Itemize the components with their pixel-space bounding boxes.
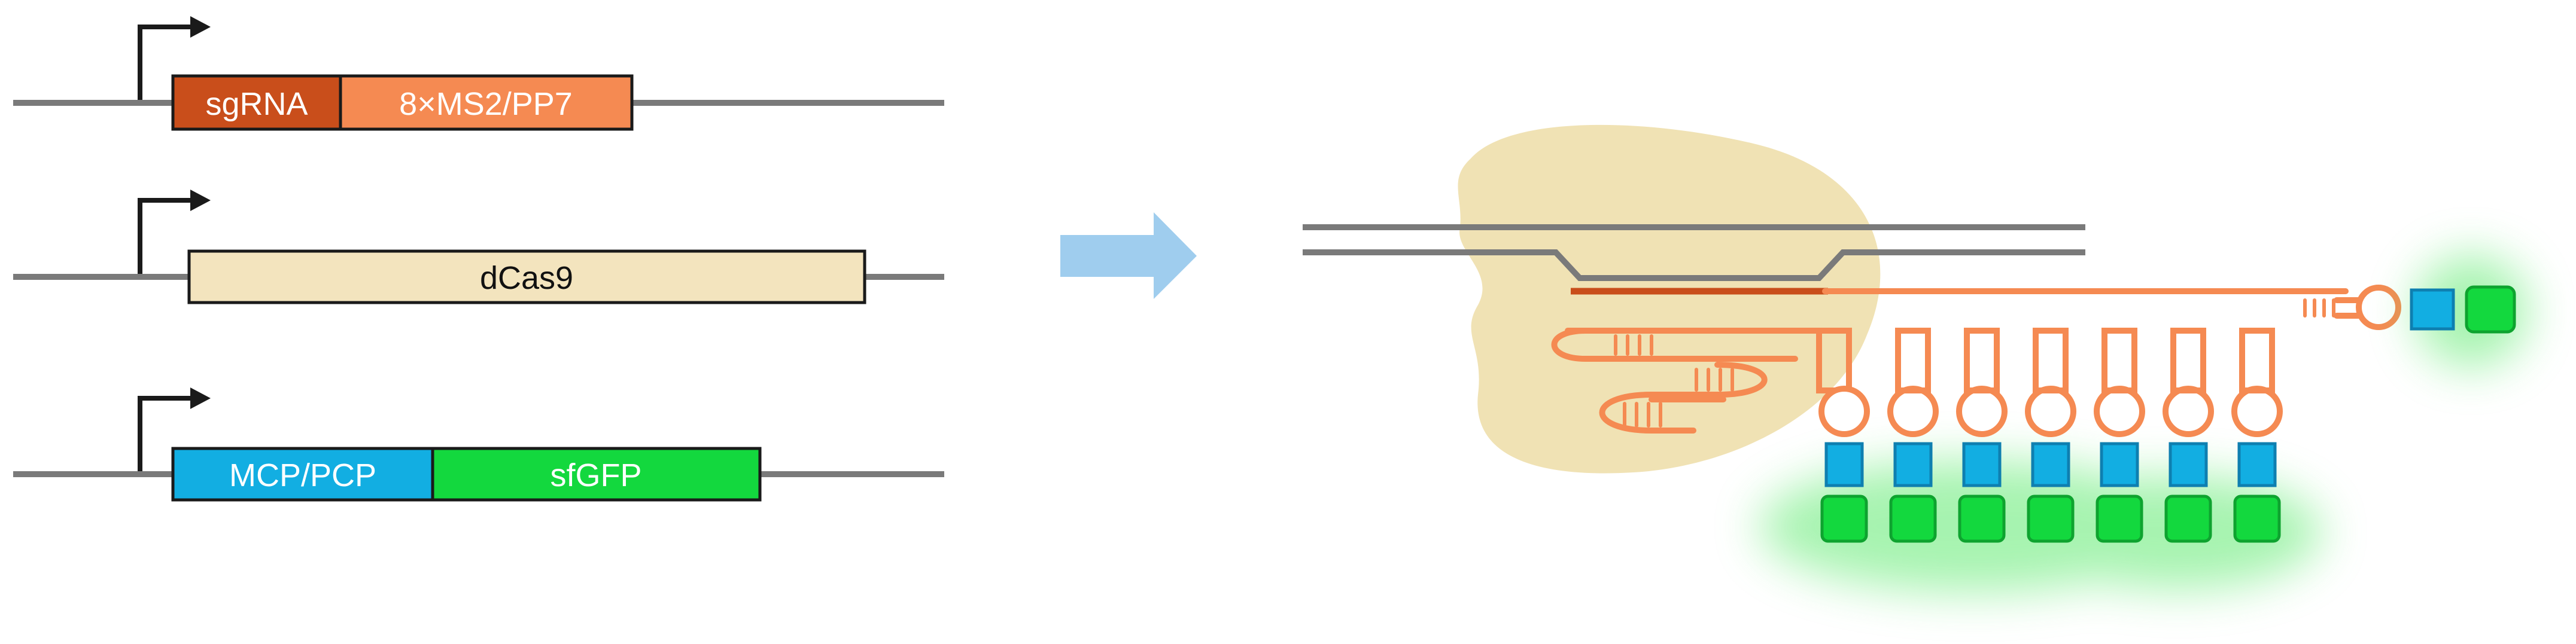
sfgfp-protein xyxy=(2164,495,2212,543)
target-dna xyxy=(1303,224,2085,281)
arrowhead xyxy=(190,16,211,38)
stem-loop-array xyxy=(1816,328,2283,543)
stem-loop xyxy=(2231,328,2283,543)
sfgfp-box xyxy=(431,447,762,502)
bent-arrow-icon xyxy=(138,198,191,274)
mcp-pcp-label: MCP/PCP xyxy=(229,457,376,493)
reporter-construct: MCP/PCP sfGFP xyxy=(13,387,944,502)
ms2-pp7-box xyxy=(339,74,634,131)
sfgfp-protein xyxy=(2233,495,2281,543)
dcas9-protein-blob xyxy=(1458,124,1881,474)
mcp-pcp-protein xyxy=(1893,442,1933,487)
right-arrow-icon xyxy=(1060,212,1197,299)
sfgfp-protein xyxy=(2096,495,2143,543)
mcp-pcp-protein xyxy=(2031,442,2070,487)
stem-loop xyxy=(1887,328,1939,543)
sfgfp-protein xyxy=(2465,285,2516,334)
dcas9-construct: dCas9 xyxy=(13,190,944,304)
stem-loop xyxy=(2025,328,2076,543)
stem-loop xyxy=(1816,328,1870,543)
stem-loop xyxy=(2094,328,2145,543)
mcp-pcp-protein xyxy=(2410,288,2455,331)
arrowhead xyxy=(190,190,211,211)
rna-scaffold xyxy=(1551,285,2401,434)
terminal-reporter xyxy=(2410,285,2516,334)
mcp-pcp-protein xyxy=(2100,442,2139,487)
sfgfp-protein xyxy=(1958,495,2006,543)
sfgfp-protein xyxy=(1820,495,1868,543)
mcp-pcp-protein xyxy=(1962,442,2002,487)
dcas9-box xyxy=(187,249,866,304)
sfgfp-protein xyxy=(2027,495,2075,543)
stem-loop xyxy=(2163,328,2214,543)
stem-loop xyxy=(1956,328,2008,543)
bent-arrow-icon xyxy=(138,25,191,100)
complex-panel xyxy=(1303,124,2528,592)
dcas9-label: dCas9 xyxy=(480,260,573,296)
arrowhead xyxy=(190,387,211,409)
construct-panel: sgRNA 8×MS2/PP7 dCas9 MCP/PCP sfGFP xyxy=(13,16,944,502)
ms2-pp7-label: 8×MS2/PP7 xyxy=(399,86,573,122)
sfgfp-protein xyxy=(1889,495,1937,543)
sgrna-label: sgRNA xyxy=(205,86,308,122)
sgrna-construct: sgRNA 8×MS2/PP7 xyxy=(13,16,944,131)
mcp-pcp-protein xyxy=(1824,442,1864,487)
bent-arrow-icon xyxy=(138,396,191,471)
mcp-pcp-protein xyxy=(2237,442,2277,487)
mcp-pcp-protein xyxy=(2169,442,2208,487)
sfgfp-label: sfGFP xyxy=(550,457,641,493)
